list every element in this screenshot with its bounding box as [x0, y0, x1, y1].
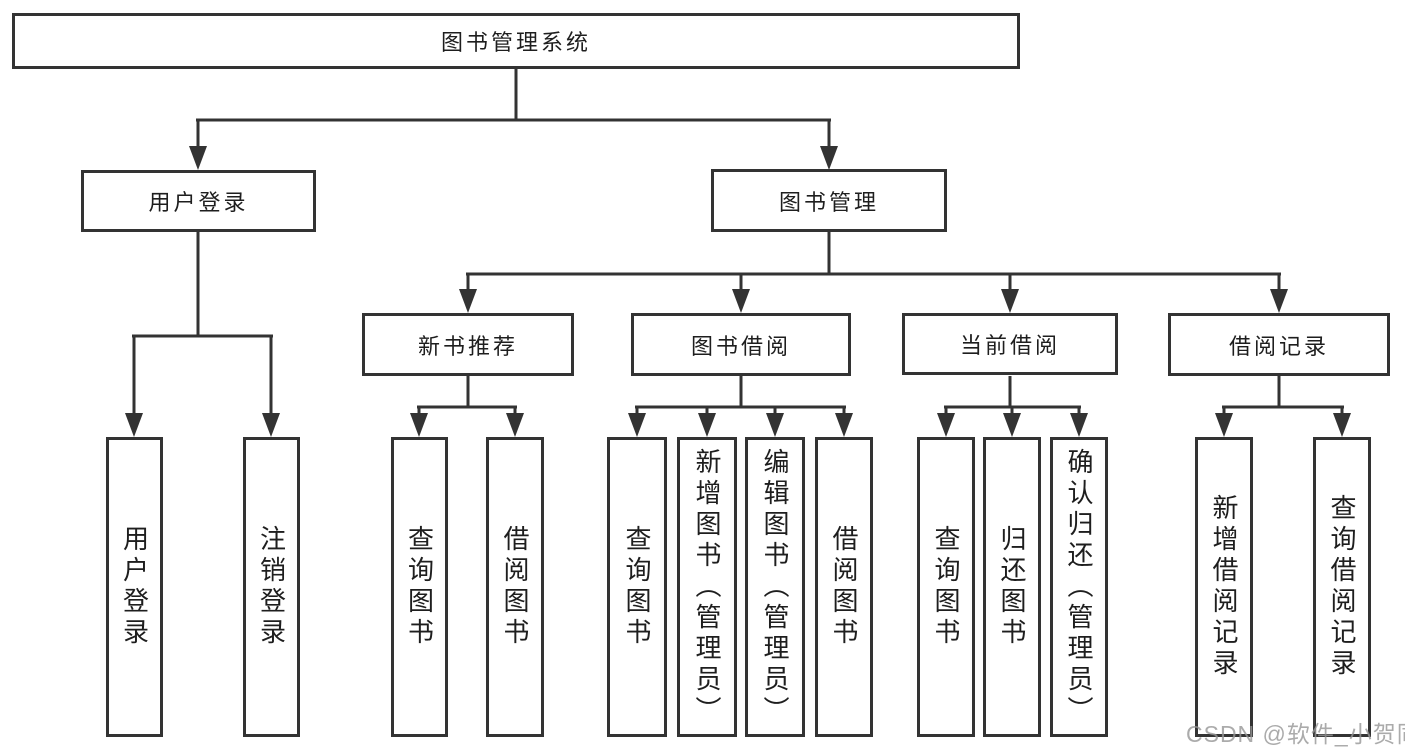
node-label: 确认归还（管理员） — [1064, 447, 1094, 727]
node-label: 图书管理 — [778, 189, 879, 215]
node-label: 用户登录 — [148, 190, 249, 215]
leaf-recommend-borrow-books: 借阅图书 — [486, 437, 544, 737]
node-user-login: 用户登录 — [81, 170, 316, 232]
node-label: 查询图书 — [622, 525, 652, 649]
leaf-logout-login: 注销登录 — [243, 437, 300, 737]
node-label: 新增借阅记录 — [1209, 494, 1239, 680]
leaf-recommend-query-books: 查询图书 — [391, 437, 448, 737]
node-label: 借阅图书 — [829, 525, 859, 649]
node-label: 图书管理系统 — [440, 30, 591, 55]
node-label: 借阅图书 — [500, 525, 530, 649]
leaf-current-query-books: 查询图书 — [917, 437, 975, 737]
leaf-records-query-borrow-record: 查询借阅记录 — [1313, 437, 1371, 737]
node-label: 当前借阅 — [959, 333, 1060, 358]
node-library-management-system: 图书管理系统 — [12, 13, 1020, 69]
csdn-watermark: CSDN @软件_小贺同学 — [1186, 721, 1405, 747]
node-label: 用户登录 — [119, 525, 150, 649]
node-label: 注销登录 — [256, 525, 287, 649]
node-current-borrowing: 当前借阅 — [902, 313, 1118, 375]
leaf-records-add-borrow-record: 新增借阅记录 — [1195, 437, 1253, 737]
node-label: 借阅记录 — [1228, 333, 1329, 359]
leaf-borrowing-borrow-books: 借阅图书 — [815, 437, 873, 737]
node-book-management: 图书管理 — [711, 169, 947, 232]
node-label: 新书推荐 — [417, 333, 518, 359]
node-label: 归还图书 — [997, 525, 1027, 649]
node-label: 查询图书 — [404, 525, 435, 649]
leaf-current-confirm-return-admin: 确认归还（管理员） — [1050, 437, 1108, 737]
node-label: 查询图书 — [931, 525, 961, 649]
node-label: 查询借阅记录 — [1327, 494, 1357, 680]
node-borrowing-records: 借阅记录 — [1168, 313, 1390, 376]
leaf-current-return-books: 归还图书 — [983, 437, 1041, 737]
leaf-user-login: 用户登录 — [106, 437, 163, 737]
leaf-borrowing-add-books-admin: 新增图书（管理员） — [677, 437, 737, 737]
node-book-borrowing: 图书借阅 — [631, 313, 851, 376]
node-label: 图书借阅 — [690, 333, 791, 359]
node-new-book-recommendation: 新书推荐 — [362, 313, 574, 376]
leaf-borrowing-edit-books-admin: 编辑图书（管理员） — [745, 437, 805, 737]
arrow-head-icons — [125, 146, 1351, 437]
leaf-borrowing-query-books: 查询图书 — [607, 437, 667, 737]
node-label: 编辑图书（管理员） — [760, 447, 790, 727]
node-label: 新增图书（管理员） — [692, 447, 722, 727]
